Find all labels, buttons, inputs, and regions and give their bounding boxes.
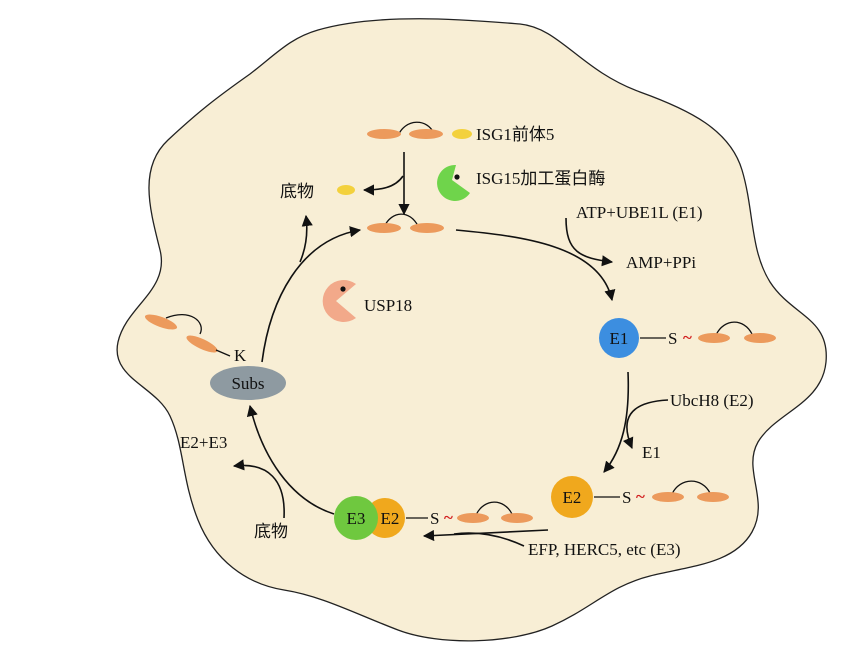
conjugation-arrow [246, 404, 335, 515]
e1-label: E1 [610, 329, 629, 348]
transfer-arrow [603, 371, 630, 473]
e2-isg15 [652, 480, 729, 502]
atp-amp-arrow [565, 217, 614, 267]
k-label: K [234, 346, 247, 365]
released-tail [337, 185, 355, 195]
subs-label: Subs [231, 374, 264, 393]
e3-node [334, 496, 378, 540]
e3-s-label: S [430, 509, 439, 528]
ligation-arrow [422, 529, 549, 542]
e1-tilde: ~ [683, 328, 692, 347]
substrate-top-label: 底物 [280, 182, 314, 201]
activation-arrow [455, 229, 616, 302]
isg15-precursor [367, 121, 472, 139]
e2-label: E2 [563, 488, 582, 507]
substrate-bottom-label: 底物 [254, 522, 288, 541]
deconjugation-arrow [261, 226, 362, 363]
e1-isg15 [698, 321, 776, 343]
precursor-label: ISG1前体5 [476, 125, 554, 144]
e3-isg15 [457, 501, 533, 523]
usp18-label: USP18 [364, 296, 412, 315]
substrate-release-arrow [299, 214, 313, 263]
e2-s-label: S [622, 488, 631, 507]
e3-sources-label: EFP, HERC5, etc (E3) [528, 540, 681, 559]
tail-release-arrow [362, 175, 404, 196]
e2-release-label: E2+E3 [180, 433, 227, 452]
e3-sources-arrow [453, 532, 525, 547]
e2-node [551, 476, 593, 518]
subs-node [210, 366, 286, 400]
mature-isg15 [367, 213, 444, 233]
e1-release-label: E1 [642, 443, 661, 462]
processing-enzyme-label: ISG15加工蛋白酶 [476, 169, 605, 188]
pacman-green-icon [437, 164, 470, 201]
e2-complex-label: E2 [381, 509, 400, 528]
e3-tilde: ~ [444, 508, 453, 527]
e1-s-label: S [668, 329, 677, 348]
ubch8-arrow [622, 399, 669, 450]
e1-node [599, 318, 639, 358]
e2-tilde: ~ [636, 487, 645, 506]
pacman-salmon-icon [322, 280, 356, 322]
e3-label: E3 [347, 509, 366, 528]
ubch8-label: UbcH8 (E2) [670, 391, 754, 410]
atp-label: ATP+UBE1L (E1) [576, 203, 703, 222]
cell-membrane [116, 18, 827, 642]
amp-label: AMP+PPi [626, 253, 696, 272]
e2-e3-release-arrow [232, 459, 285, 519]
conjugated-isg15 [144, 313, 231, 357]
